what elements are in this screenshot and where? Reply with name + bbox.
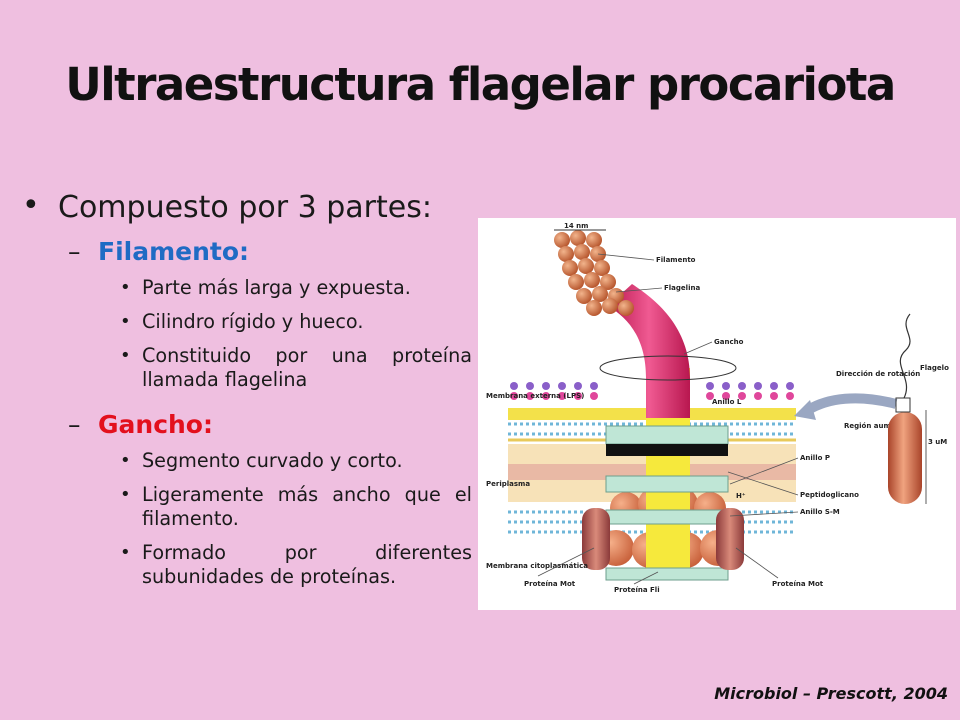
gancho-item: • Segmento curvado y corto. — [22, 449, 472, 473]
label-direccion: Dirección de rotación — [836, 370, 920, 378]
gancho-item-text: Ligeramente más ancho que el filamento. — [142, 483, 472, 530]
label-anillo-l: Anillo L — [712, 398, 742, 406]
filamento-item-text: Parte más larga y expuesta. — [142, 276, 411, 299]
bullet-parts-text: Compuesto por 3 partes: — [58, 190, 432, 225]
bullet-dot: • — [120, 542, 131, 563]
gancho-label: Gancho: — [98, 410, 213, 439]
gancho-item-text: Segmento curvado y corto. — [142, 449, 403, 472]
label-anillo-p: Anillo P — [800, 454, 830, 462]
flagellum-whip — [899, 313, 911, 399]
bullet-list: • Compuesto por 3 partes: – Filamento: •… — [22, 188, 472, 599]
flagellum-diagram: 14 nm Filamento Flagelina Gancho Membran… — [478, 218, 956, 610]
bullet-dot: • — [120, 484, 131, 505]
label-proteina-mot-right: Proteína Mot — [772, 580, 824, 588]
label-gancho: Gancho — [714, 338, 744, 346]
filament-beads — [554, 230, 634, 316]
label-anillo-sm: Anillo S-M — [800, 508, 840, 516]
bullet-dot: • — [22, 188, 40, 223]
flagellum-svg: 14 nm Filamento Flagelina Gancho Membran… — [486, 222, 949, 594]
filamento-item: • Cilindro rígido y hueco. — [22, 310, 472, 334]
subheading-filamento: – Filamento: — [22, 237, 472, 266]
label-membrana-externa: Membrana externa (LPS) — [486, 392, 584, 400]
label-peptidoglicano: Peptidoglicano — [800, 491, 859, 499]
bullet-dot: • — [120, 277, 131, 298]
filamento-item: • Constituido por una proteína llamada f… — [22, 344, 472, 392]
leader-lines — [537, 253, 799, 585]
gancho-item: • Formado por diferentes subunidades de … — [22, 541, 472, 589]
bullet-dot: • — [120, 311, 131, 332]
bullet-dot: • — [120, 450, 131, 471]
label-filamento: Filamento — [656, 256, 696, 264]
citation-credit: Microbiol – Prescott, 2004 — [714, 684, 948, 703]
label-hplus: H⁺ — [736, 492, 746, 500]
label-proteina-mot-left: Proteína Mot — [524, 580, 576, 588]
ring-sm — [605, 509, 729, 525]
lps-molecules — [510, 382, 794, 400]
enlarged-region-box — [895, 397, 911, 413]
mot-protein-right — [716, 508, 744, 570]
filamento-label: Filamento: — [98, 237, 250, 266]
label-size: 3 uM — [928, 438, 947, 446]
scale-label: 14 nm — [564, 222, 588, 230]
filamento-item: • Parte más larga y expuesta. — [22, 276, 472, 300]
dash-marker: – — [68, 410, 81, 439]
bullet-parts: • Compuesto por 3 partes: — [22, 188, 472, 225]
bacterium-cell — [888, 412, 922, 504]
mot-protein-left — [582, 508, 610, 570]
gancho-item-text: Formado por diferentes subunidades de pr… — [142, 541, 472, 588]
ring-l — [605, 425, 729, 456]
ring-p — [605, 475, 729, 493]
enlarge-arrow — [805, 393, 898, 415]
slide-title: Ultraestructura flagelar procariota — [65, 58, 896, 111]
rotation-arrow — [599, 355, 737, 381]
label-periplasma: Periplasma — [486, 480, 530, 488]
label-membrana-cito: Membrana citoplasmática — [486, 562, 588, 570]
filamento-item-text: Cilindro rígido y hueco. — [142, 310, 364, 333]
subheading-gancho: – Gancho: — [22, 410, 472, 439]
filamento-item-text: Constituido por una proteína llamada fla… — [142, 344, 472, 391]
label-proteina-fli: Proteína Fli — [614, 586, 660, 594]
ring-c — [605, 567, 729, 581]
gancho-item: • Ligeramente más ancho que el filamento… — [22, 483, 472, 531]
label-region: Región aumentada — [844, 422, 919, 430]
bullet-dot: • — [120, 345, 131, 366]
label-flagelo: Flagelo — [920, 364, 949, 372]
dash-marker: – — [68, 237, 81, 266]
label-flagelina: Flagelina — [664, 284, 700, 292]
hook-shape — [608, 284, 690, 418]
